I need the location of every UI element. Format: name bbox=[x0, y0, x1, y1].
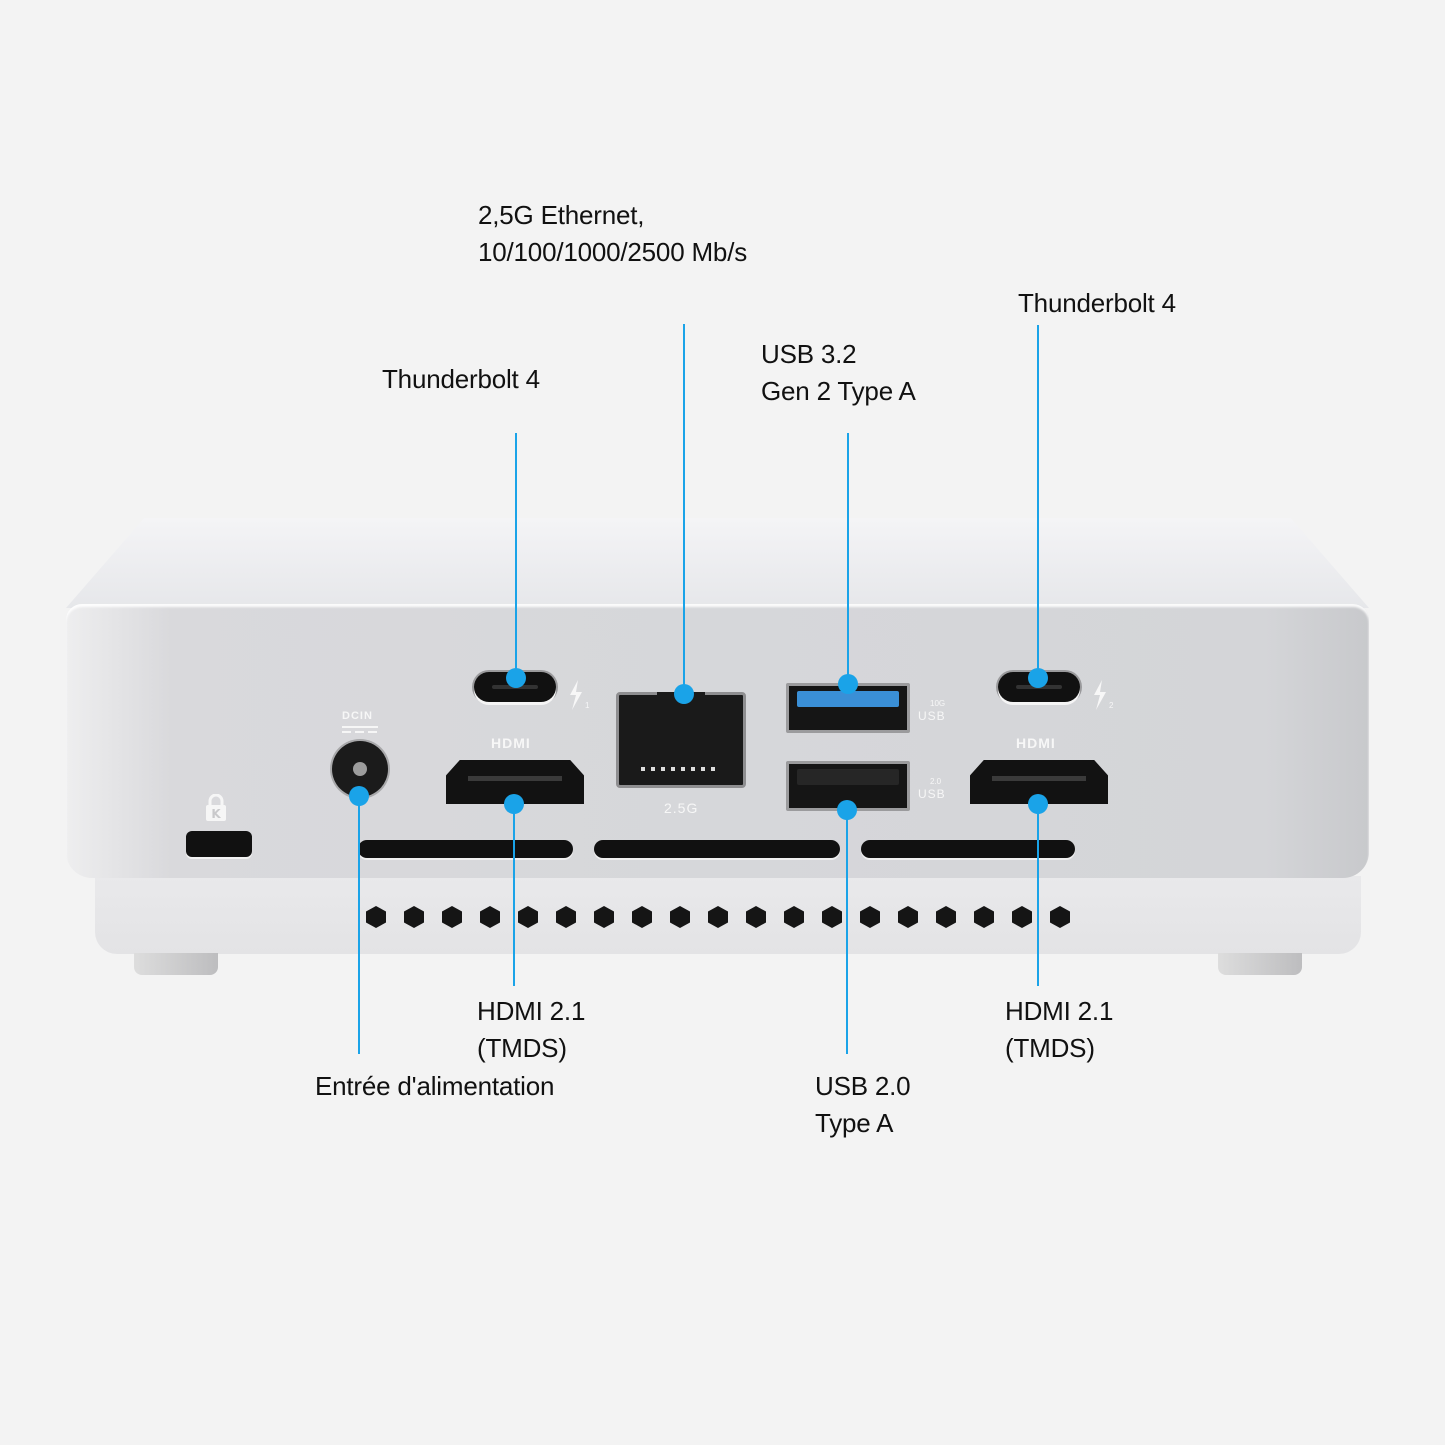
thunderbolt-2-number: 2 bbox=[1109, 701, 1114, 710]
device-base bbox=[95, 876, 1361, 954]
leader-line-ethernet bbox=[683, 324, 685, 694]
vent-hole bbox=[480, 906, 500, 928]
hdmi-right-callout-line2: (TMDS) bbox=[1005, 1033, 1095, 1063]
callout-dot-usb32 bbox=[838, 674, 858, 694]
vent-hole bbox=[708, 906, 728, 928]
kensington-lock-slot[interactable] bbox=[186, 831, 252, 857]
vent-hole bbox=[974, 906, 994, 928]
vent-hole bbox=[898, 906, 918, 928]
ethernet-callout-line1: 2,5G Ethernet, bbox=[478, 200, 645, 230]
callout-dot-ethernet bbox=[674, 684, 694, 704]
hdmi-right-callout: HDMI 2.1 (TMDS) bbox=[1005, 993, 1113, 1067]
callout-dot-hdmi-right bbox=[1028, 794, 1048, 814]
vent-slot-1 bbox=[358, 840, 573, 858]
thunderbolt-1-number: 1 bbox=[585, 701, 590, 710]
dc-symbol-solid bbox=[342, 726, 378, 728]
ethernet-callout: 2,5G Ethernet, 10/100/1000/2500 Mb/s bbox=[478, 197, 747, 271]
vent-hole bbox=[518, 906, 538, 928]
vent-hole bbox=[1050, 906, 1070, 928]
usb20-port-label: USB bbox=[918, 787, 946, 801]
vent-hole bbox=[442, 906, 462, 928]
hdmi-left-callout-line1: HDMI 2.1 bbox=[477, 996, 586, 1026]
device-foot-right bbox=[1218, 953, 1302, 975]
ethernet-port[interactable] bbox=[616, 692, 746, 788]
usb20-callout-line2: Type A bbox=[815, 1108, 894, 1138]
leader-line-thunderbolt-left bbox=[515, 433, 517, 678]
vent-hole bbox=[784, 906, 804, 928]
usb32-speed-label: 10G bbox=[930, 699, 946, 708]
callout-dot-hdmi-left bbox=[504, 794, 524, 814]
callout-dot-usb20 bbox=[837, 800, 857, 820]
leader-line-thunderbolt-right bbox=[1037, 325, 1039, 678]
leader-line-power-input bbox=[358, 796, 360, 1054]
hdmi-right-callout-line1: HDMI 2.1 bbox=[1005, 996, 1114, 1026]
usb32-blue-tongue bbox=[797, 691, 899, 707]
usb32-port-label: USB bbox=[918, 709, 946, 723]
device-top-face bbox=[66, 518, 1369, 608]
vent-hole bbox=[366, 906, 386, 928]
usb32-callout-line1: USB 3.2 bbox=[761, 339, 857, 369]
dc-symbol-dashed bbox=[342, 731, 378, 733]
dcin-label: DCIN bbox=[342, 710, 373, 722]
thunderbolt-2-icon bbox=[1094, 680, 1106, 710]
callout-dot-power-input bbox=[349, 786, 369, 806]
device-foot-left bbox=[134, 953, 218, 975]
usb32-callout-line2: Gen 2 Type A bbox=[761, 376, 916, 406]
svg-text:K: K bbox=[211, 807, 221, 821]
hdmi-right-port-label: HDMI bbox=[1016, 735, 1056, 751]
callout-dot-thunderbolt-left bbox=[506, 668, 526, 688]
leader-line-hdmi-left bbox=[513, 804, 515, 986]
dc-power-jack[interactable] bbox=[332, 741, 388, 797]
ethernet-port-label: 2.5G bbox=[664, 800, 699, 816]
vent-hole bbox=[1012, 906, 1032, 928]
vent-hole bbox=[632, 906, 652, 928]
vent-hole bbox=[404, 906, 424, 928]
hdmi-left-port-label: HDMI bbox=[491, 735, 531, 751]
hdmi-left-callout-line2: (TMDS) bbox=[477, 1033, 567, 1063]
usb20-callout-line1: USB 2.0 bbox=[815, 1071, 911, 1101]
vent-hole bbox=[556, 906, 576, 928]
leader-line-usb32 bbox=[847, 433, 849, 683]
vent-hole bbox=[746, 906, 766, 928]
ethernet-pins bbox=[641, 767, 721, 771]
hdmi-left-callout: HDMI 2.1 (TMDS) bbox=[477, 993, 585, 1067]
usb32-callout: USB 3.2 Gen 2 Type A bbox=[761, 336, 916, 410]
vent-slot-3 bbox=[861, 840, 1075, 858]
power-input-callout: Entrée d'alimentation bbox=[315, 1071, 555, 1101]
vent-hole bbox=[860, 906, 880, 928]
thunderbolt-left-callout: Thunderbolt 4 bbox=[382, 364, 540, 394]
vent-hole bbox=[822, 906, 842, 928]
usb20-tongue bbox=[797, 769, 899, 785]
leader-line-usb20 bbox=[846, 810, 848, 1054]
ethernet-callout-line2: 10/100/1000/2500 Mb/s bbox=[478, 237, 748, 267]
thunderbolt-1-icon bbox=[570, 680, 582, 710]
vent-hole bbox=[670, 906, 690, 928]
kensington-lock-icon: K bbox=[206, 794, 226, 821]
vent-hole bbox=[594, 906, 614, 928]
vent-slot-2 bbox=[594, 840, 840, 858]
vent-hole bbox=[936, 906, 956, 928]
usb20-speed-label: 2.0 bbox=[930, 777, 942, 786]
thunderbolt-right-callout: Thunderbolt 4 bbox=[1018, 288, 1176, 318]
usb20-callout: USB 2.0 Type A bbox=[815, 1068, 911, 1142]
leader-line-hdmi-right bbox=[1037, 804, 1039, 986]
callout-dot-thunderbolt-right bbox=[1028, 668, 1048, 688]
